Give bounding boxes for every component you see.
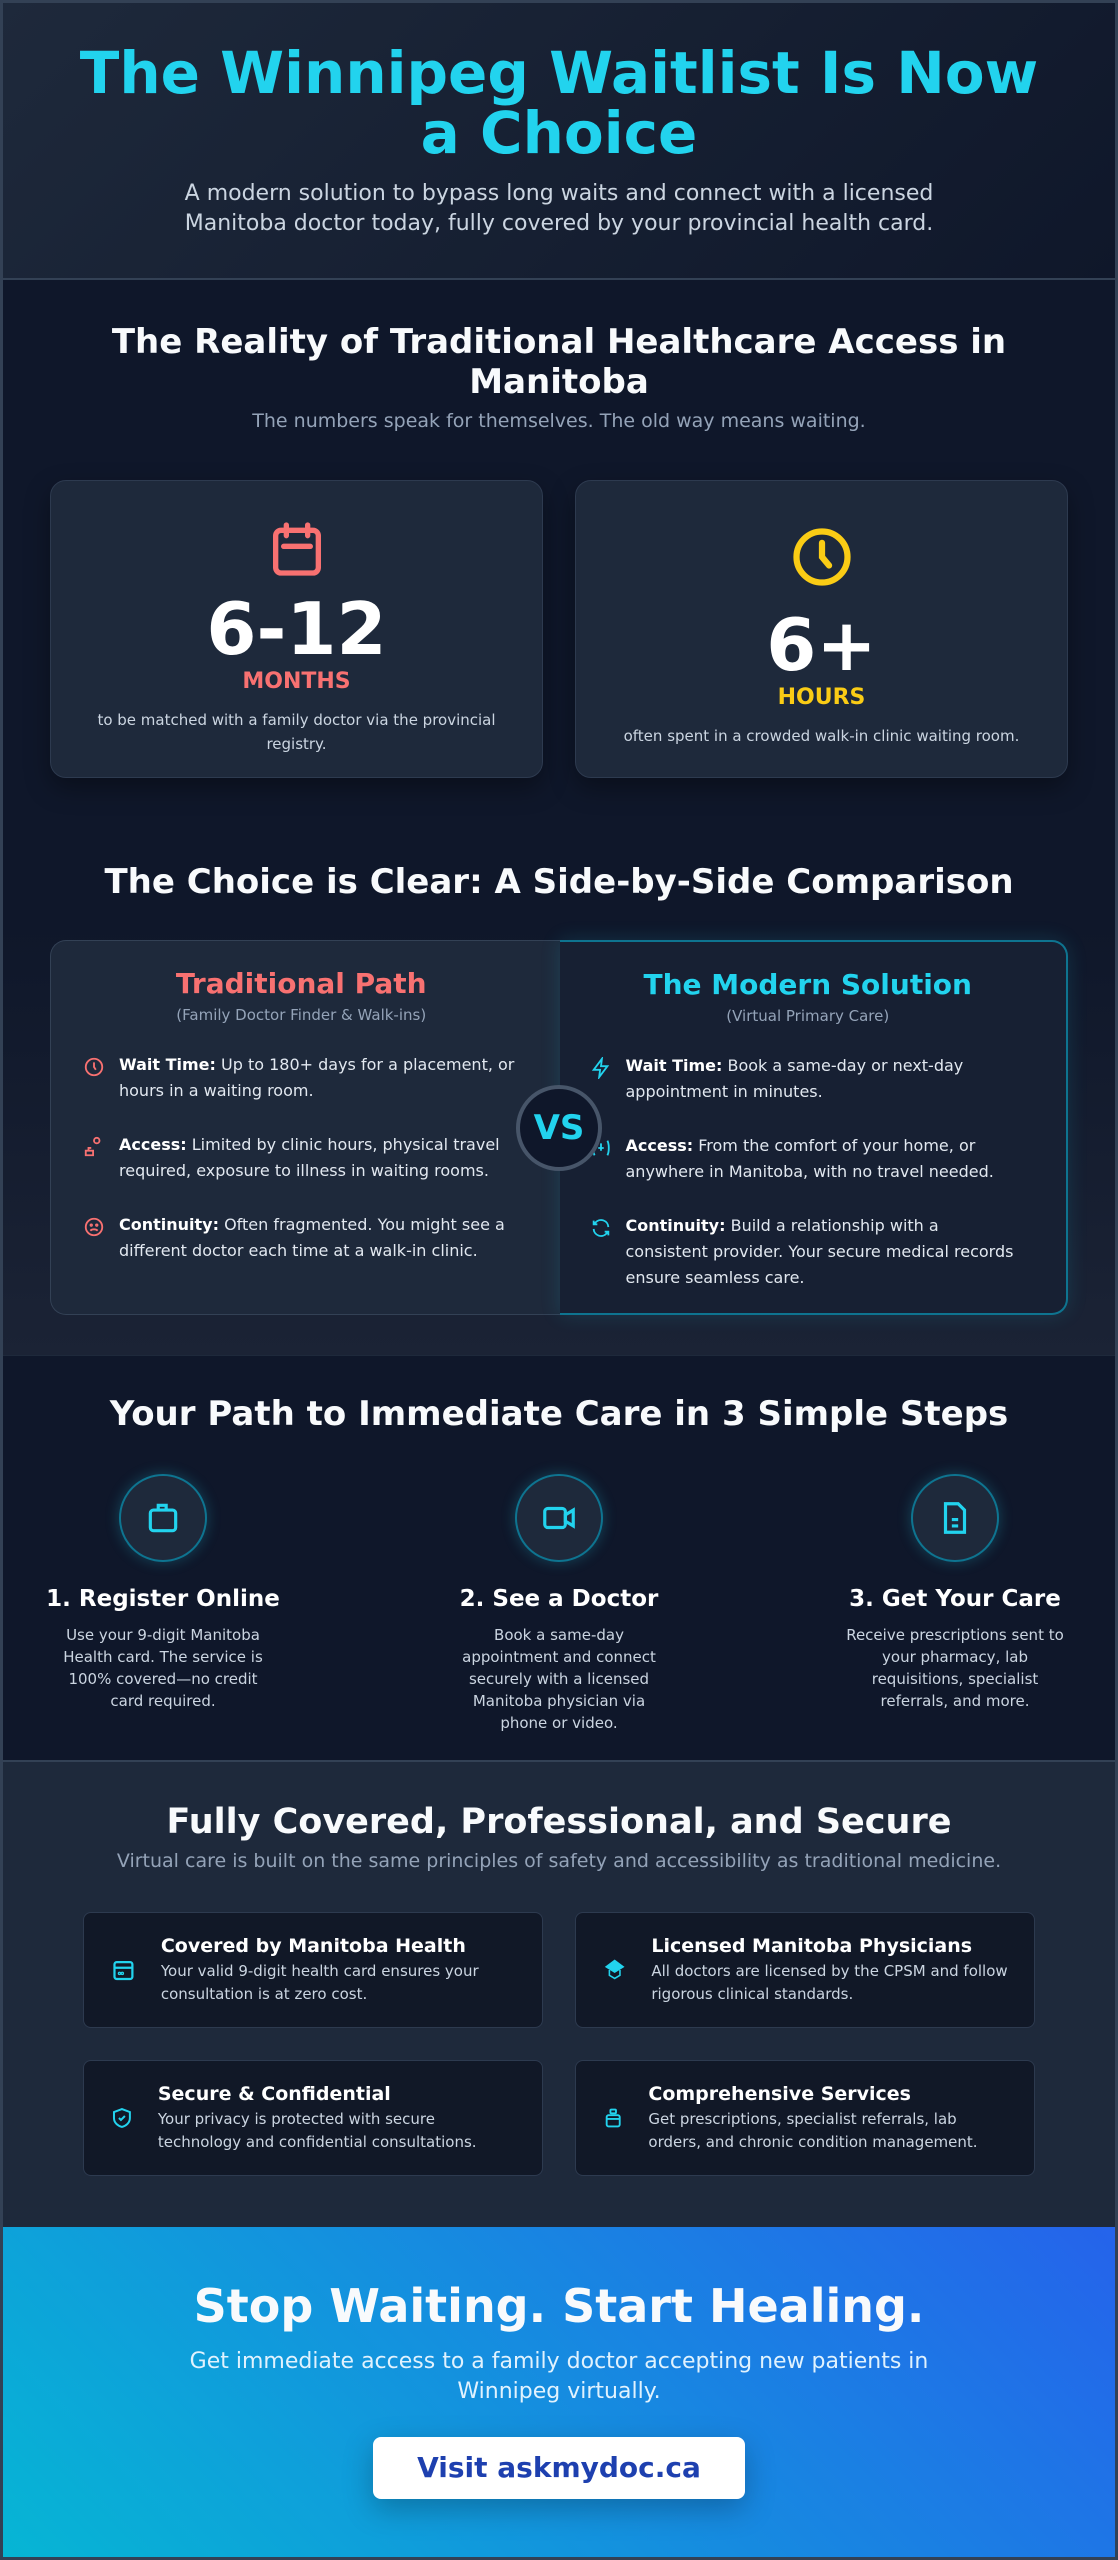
list-item: Continuity: Often fragmented. You might … [83,1212,520,1264]
stat-value: 6-12 [206,587,387,671]
steps-section: Your Path to Immediate Care in 3 Simple … [3,1355,1115,1760]
hero: The Winnipeg Waitlist Is Now a Choice A … [3,3,1115,280]
stat-value: 6+ [766,603,877,687]
cta-section: Stop Waiting. Start Healing. Get immedia… [3,2227,1115,2557]
item-label: Continuity: [625,1216,726,1235]
visit-site-button[interactable]: Visit askmydoc.ca [373,2437,745,2499]
step-title: 1. Register Online [46,1586,280,1612]
traditional-subtitle: (Family Doctor Finder & Walk-ins) [176,1006,427,1024]
reality-section: The Reality of Traditional Healthcare Ac… [3,280,1115,1355]
item-text: From the comfort of your home, or anywhe… [625,1136,994,1181]
list-item: Continuity: Build a relationship with a … [590,1213,1027,1291]
list-item: Access: Limited by clinic hours, physica… [83,1132,520,1184]
item-text: Limited by clinic hours, physical travel… [119,1135,500,1180]
modern-subtitle: (Virtual Primary Care) [726,1007,890,1025]
feature-title: Covered by Manitoba Health [160,1934,466,1957]
traditional-column: Traditional Path (Family Doctor Finder &… [50,940,560,1315]
feature-desc: All doctors are licensed by the CPSM and… [651,1961,1008,2003]
hero-title: The Winnipeg Waitlist Is Now a Choice [79,39,1039,167]
list-item: Wait Time: Up to 180+ days for a placeme… [83,1052,520,1104]
clock-icon [84,1057,104,1077]
item-label: Wait Time: [119,1055,216,1074]
modern-title: The Modern Solution [643,968,972,1001]
refresh-icon [592,1219,609,1237]
step-register: 1. Register Online Use your 9-digit Mani… [33,1474,293,1734]
item-text: Book a same-day or next-day appointment … [625,1056,964,1101]
item-label: Access: [625,1136,694,1155]
reality-title: The Reality of Traditional Healthcare Ac… [111,322,1007,402]
health-card-icon [113,1961,134,1981]
steps-title: Your Path to Immediate Care in 3 Simple … [109,1394,1009,1434]
step-desc: Receive prescriptions sent to your pharm… [846,1626,1064,1710]
shield-check-icon [112,2107,131,2128]
stat-unit: MONTHS [242,669,351,694]
item-text: Up to 180+ days for a placement, or hour… [119,1055,515,1100]
video-camera-icon [543,1506,575,1530]
calendar-icon [272,522,321,576]
lightning-icon [591,1057,609,1079]
stat-desc: to be matched with a family doctor via t… [97,711,496,753]
features-section: Fully Covered, Professional, and Secure … [3,1760,1115,2227]
item-text: Build a relationship with a consistent p… [625,1216,1014,1287]
comparison-panel: Traditional Path (Family Doctor Finder &… [50,940,1068,1315]
cta-subtitle: Get immediate access to a family doctor … [189,2349,929,2404]
stat-unit: HOURS [777,685,866,710]
stat-desc: often spent in a crowded walk-in clinic … [623,727,1020,745]
features-subtitle: Virtual care is built on the same princi… [116,1850,1002,1872]
pill-bottle-icon [605,2108,621,2128]
feature-title: Licensed Manitoba Physicians [651,1934,973,1957]
clock-icon [792,528,851,586]
step-get-care: 3. Get Your Care Receive prescriptions s… [825,1474,1085,1734]
features-title: Fully Covered, Professional, and Secure [166,1802,952,1842]
hero-subtitle: A modern solution to bypass long waits a… [184,181,934,236]
stat-card-months: 6-12 MONTHS to be matched with a family … [50,480,543,778]
list-item: Wait Time: Book a same-day or next-day a… [590,1053,1027,1105]
feature-title: Comprehensive Services [648,2082,911,2105]
feature-title: Secure & Confidential [157,2082,391,2105]
item-text: Often fragmented. You might see a differ… [119,1215,505,1260]
reality-subtitle: The numbers speak for themselves. The ol… [252,410,866,432]
comparison-title: The Choice is Clear: A Side-by-Side Comp… [104,862,1014,902]
step-desc: Use your 9-digit Manitoba Health card. T… [63,1626,263,1710]
item-label: Continuity: [119,1215,219,1234]
feature-desc: Your valid 9-digit health card ensures y… [160,1961,479,2003]
feature-desc: Get prescriptions, specialist referrals,… [648,2109,978,2151]
sad-face-icon [84,1217,104,1237]
document-icon [943,1502,967,1534]
vs-badge: VS [516,1085,602,1171]
modern-column: The Modern Solution (Virtual Primary Car… [559,940,1068,1315]
item-label: Access: [119,1135,187,1154]
traditional-title: Traditional Path [175,967,427,1000]
id-card-icon [148,1503,178,1533]
step-title: 2. See a Doctor [459,1586,659,1612]
step-desc: Book a same-day appointment and connect … [462,1626,656,1732]
list-item: Access: From the comfort of your home, o… [590,1133,1027,1185]
step-title: 3. Get Your Care [849,1586,1061,1612]
stat-card-hours: 6+ HOURS often spent in a crowded walk-i… [575,480,1068,778]
item-label: Wait Time: [625,1056,723,1075]
feature-desc: Your privacy is protected with secure te… [157,2109,477,2151]
person-travel-icon [84,1136,101,1157]
graduation-cap-icon [604,1959,625,1980]
cta-title: Stop Waiting. Start Healing. [193,2279,925,2333]
step-see-doctor: 2. See a Doctor Book a same-day appointm… [429,1474,689,1734]
